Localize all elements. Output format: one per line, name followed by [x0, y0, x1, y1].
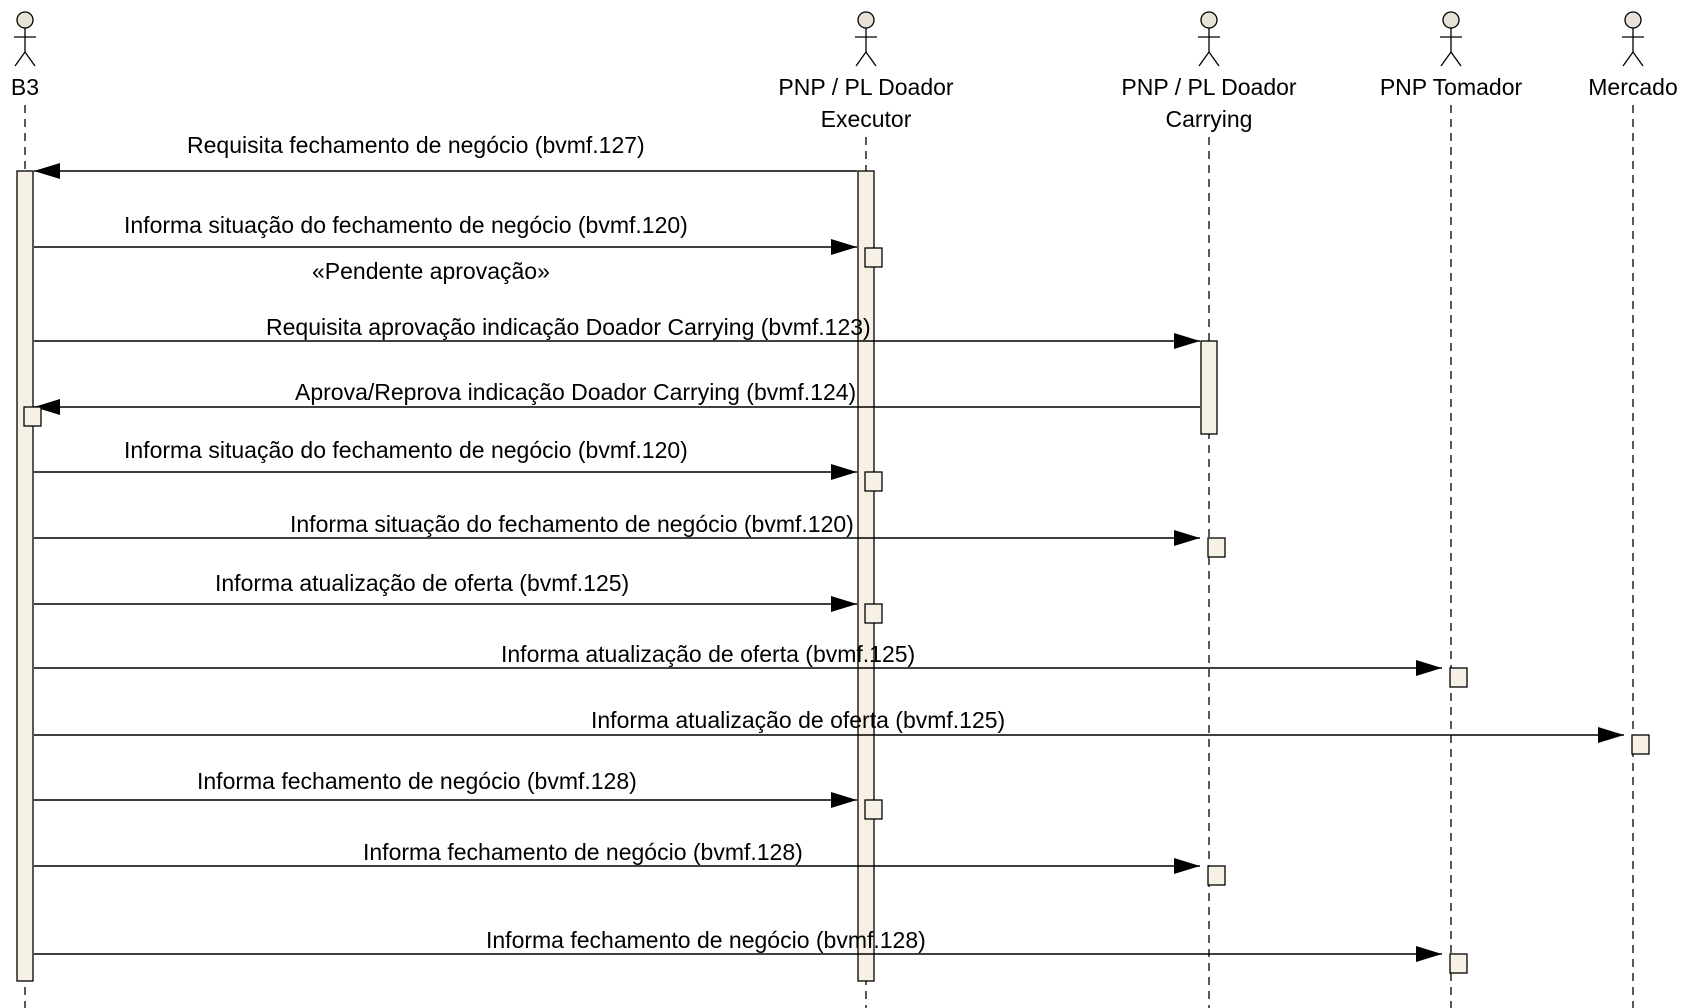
lifelines — [24, 105, 1634, 1008]
message-label: Aprova/Reprova indicação Doador Carrying… — [295, 379, 856, 405]
message-label: Informa fechamento de negócio (bvmf.128) — [197, 768, 637, 794]
actor-name: Carrying — [1166, 106, 1253, 132]
message-label: Requisita fechamento de negócio (bvmf.12… — [187, 132, 645, 158]
actor-name: PNP / PL Doador — [778, 74, 953, 100]
messages: Requisita fechamento de negócio (bvmf.12… — [23, 132, 1650, 974]
arrowhead-icon — [1598, 727, 1624, 743]
message: Aprova/Reprova indicação Doador Carrying… — [23, 379, 1200, 427]
message: Informa fechamento de negócio (bvmf.128) — [34, 927, 1468, 974]
stick-figure-icon — [855, 11, 877, 67]
activation-bars — [16, 170, 1218, 982]
arrowhead-icon — [1416, 660, 1442, 676]
stick-figure-icon — [1622, 11, 1644, 67]
execution-box — [864, 603, 883, 624]
message-label: Informa situação do fechamento de negóci… — [124, 212, 688, 238]
actor-name: Executor — [821, 106, 912, 132]
message-label: Informa fechamento de negócio (bvmf.128) — [486, 927, 926, 953]
arrowhead-icon — [1174, 530, 1200, 546]
arrowhead-icon — [1416, 946, 1442, 962]
arrowhead-icon — [831, 596, 857, 612]
message-label: Requisita aprovação indicação Doador Car… — [266, 314, 871, 340]
message: Informa fechamento de negócio (bvmf.128) — [34, 839, 1226, 886]
stick-figure-icon — [1440, 11, 1462, 67]
message-label: Informa fechamento de negócio (bvmf.128) — [363, 839, 803, 865]
actor-name: PNP Tomador — [1380, 74, 1523, 100]
message-label: Informa atualização de oferta (bvmf.125) — [501, 641, 915, 667]
actor-name: PNP / PL Doador — [1121, 74, 1296, 100]
message: Informa fechamento de negócio (bvmf.128) — [34, 768, 883, 820]
activation-bar-carrying — [1200, 340, 1218, 435]
message: Informa atualização de oferta (bvmf.125) — [34, 641, 1468, 688]
message: Informa situação do fechamento de negóci… — [34, 212, 883, 284]
arrowhead-icon — [34, 399, 60, 415]
arrowhead-icon — [34, 163, 60, 179]
execution-box — [1449, 953, 1468, 974]
actor-name: Mercado — [1588, 74, 1677, 100]
message: Informa situação do fechamento de negóci… — [34, 511, 1226, 558]
message-label: Informa situação do fechamento de negóci… — [290, 511, 854, 537]
execution-box — [23, 406, 42, 427]
message-label: Informa atualização de oferta (bvmf.125) — [591, 707, 1005, 733]
actor-mercado: Mercado — [1588, 11, 1678, 100]
stick-figure-icon — [14, 11, 36, 67]
execution-box — [1449, 667, 1468, 688]
message: Informa atualização de oferta (bvmf.125) — [34, 570, 883, 624]
message: Informa situação do fechamento de negóci… — [34, 437, 883, 492]
message-note: «Pendente aprovação» — [312, 258, 550, 284]
arrowhead-icon — [1174, 858, 1200, 874]
message-label: Informa atualização de oferta (bvmf.125) — [215, 570, 629, 596]
actor-b3: B3 — [11, 11, 39, 100]
activation-bar-b3 — [16, 170, 34, 982]
execution-box — [1207, 537, 1226, 558]
message: Informa atualização de oferta (bvmf.125) — [34, 707, 1650, 755]
actor-name: B3 — [11, 74, 39, 100]
stick-figure-icon — [1198, 11, 1220, 67]
message-label: Informa situação do fechamento de negóci… — [124, 437, 688, 463]
actor-tomador: PNP Tomador — [1380, 11, 1523, 100]
message: Requisita aprovação indicação Doador Car… — [34, 314, 1200, 349]
arrowhead-icon — [831, 792, 857, 808]
execution-box — [1631, 734, 1650, 755]
execution-box — [864, 799, 883, 820]
arrowhead-icon — [1174, 333, 1200, 349]
message: Requisita fechamento de negócio (bvmf.12… — [34, 132, 857, 179]
arrowhead-icon — [831, 464, 857, 480]
execution-box — [864, 247, 883, 268]
execution-box — [864, 471, 883, 492]
activation-bar-executor — [857, 170, 875, 982]
execution-box — [1207, 865, 1226, 886]
arrowhead-icon — [831, 239, 857, 255]
